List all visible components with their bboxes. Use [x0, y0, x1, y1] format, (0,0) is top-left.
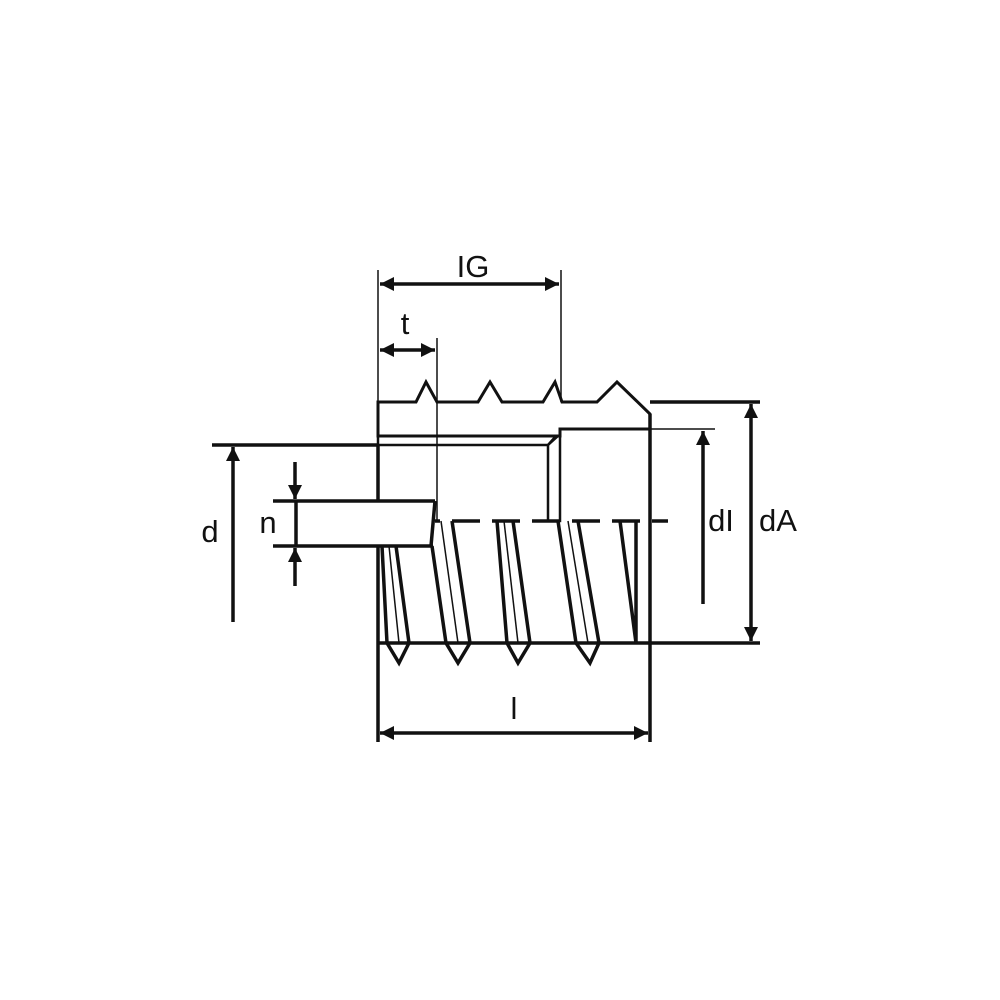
dimension-lines: [226, 277, 758, 740]
label-ig: IG: [457, 249, 490, 284]
slot: [273, 499, 437, 548]
label-d: d: [201, 514, 218, 549]
extension-lines: [377, 270, 715, 521]
label-da: dA: [759, 503, 797, 538]
insert-section-hatching: [376, 378, 652, 523]
label-t: t: [401, 306, 410, 341]
insert-outline: [212, 400, 760, 742]
label-di: dI: [708, 503, 734, 538]
label-n: n: [259, 505, 276, 540]
label-l: l: [511, 691, 518, 726]
thread-teeth: [380, 520, 638, 667]
